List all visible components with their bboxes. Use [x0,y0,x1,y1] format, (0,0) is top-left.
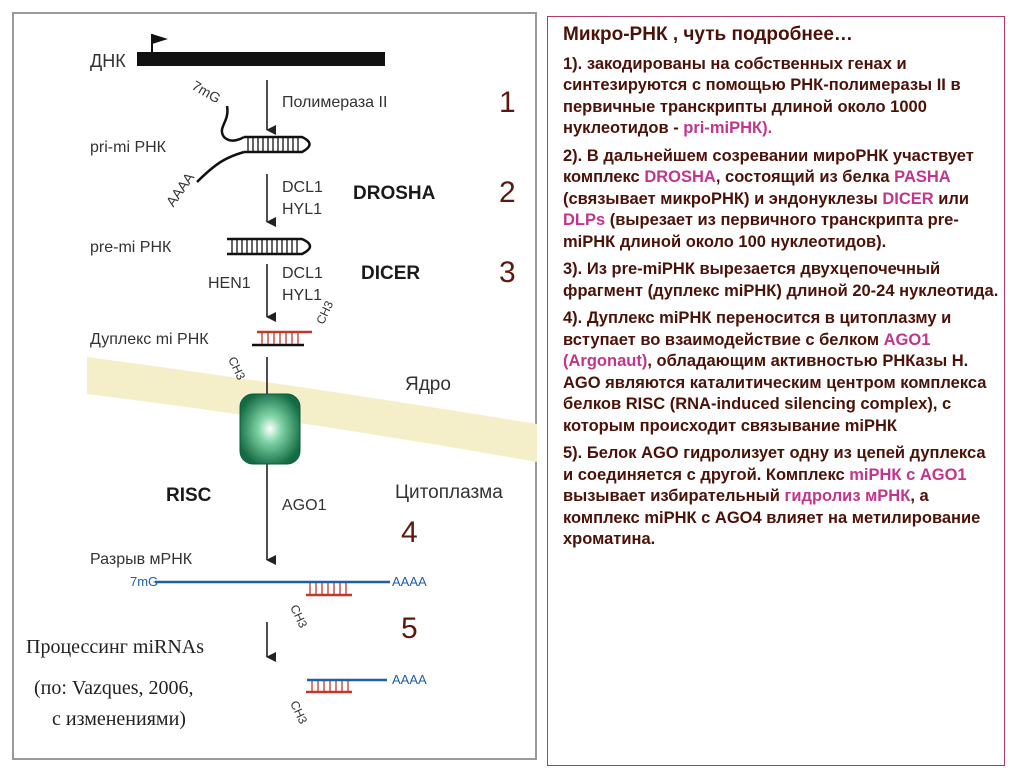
step-number-4: 4 [401,516,418,549]
paragraph-2-text-b: , состоящий из белка [715,168,895,186]
promoter-flag-icon [152,34,168,44]
nuclear-membrane [87,357,537,462]
caption-line1: Процессинг miRNAs [26,636,205,658]
pri-mirna-lower-tail [196,150,245,183]
paragraph-2-text-d: или [933,189,970,208]
pri-mirna-label: pri-mi РНК [90,139,167,156]
step-number-1: 1 [499,86,516,119]
polyA-label: AAAA [163,169,198,209]
mrna-polyA-label: AAAA [392,574,427,589]
paragraph-4: 4). Дуплекс miРНК переносится в цитоплаз… [563,308,999,437]
paragraph-2-text-e: (вырезает из первичного транскрипта pre-… [563,211,959,251]
step-number-3: 3 [499,256,516,289]
paragraph-5-text-c: , а комплекс miРНК с AGO4 влияет на мети… [563,487,981,548]
paragraph-2-pasha: PASHA [894,168,951,186]
nucleus-label: Ядро [405,374,451,395]
paragraph-5-text-b: вызывает избирательный [563,487,785,505]
pri-mirna-base-pairs [247,138,299,151]
paragraph-4-ago1: AGO1 (Argonaut) [563,330,931,371]
pri-mirna-hairpin [244,135,311,154]
pre-mirna-base-pairs [231,240,298,253]
paragraph-2-text-a: 2). В дальнейшем созревании мироРНК учас… [563,146,974,187]
cap-label: 7mG [189,77,223,106]
duplex-base-pairs [261,333,299,344]
cleavage-label: Разрыв мРНК [90,551,193,568]
paragraph-5-mirna: miРНК с AGO1 [849,465,967,484]
dna-label: ДНК [90,51,126,71]
text-panel [547,16,1005,766]
paragraph-1: 1). закодированы на собственных генах и … [563,54,999,140]
nuclear-pore [239,393,301,465]
dna-bar [137,52,385,66]
paragraph-5: 5). Белок AGO гидролизует одну из цепей … [563,443,999,551]
paragraph-2-dicer: DICER [882,189,934,208]
hyl1-b-label: HYL1 [282,287,322,304]
paragraph-4-text-b: , обладающим активностью РНКазы Н. AGO я… [563,352,987,435]
drosha-label: DROSHA [353,183,436,204]
ago1-label: AGO1 [282,497,327,514]
paragraph-2-drosha: DROSHA [644,168,716,186]
cleaved-polyA-label: AAAA [392,672,427,687]
paragraph-3: 3). Из pre-miРНК вырезается двухцепочечн… [563,260,999,300]
pre-mirna-hairpin [227,237,312,256]
step-number-5: 5 [401,612,418,645]
hyl1-label: HYL1 [282,201,322,218]
caption-line3: с изменениями) [52,708,186,730]
paragraph-2-dlps: DLPs [563,211,606,229]
dicer-label: DICER [361,263,421,284]
risc-label: RISC [166,485,212,506]
mirna-processing-diagram: ДНК Полимераза II 7mG pri-mi РНК AAAA DC… [87,34,537,726]
explanation-text: Микро-РНК , чуть подробнее… 1). закодиро… [563,24,999,557]
paragraph-4-text-a: 4). Дуплекс miРНК переносится в цитоплаз… [563,309,952,349]
pre-mirna-label: pre-mi РНК [90,239,172,256]
polymerase-label: Полимераза II [282,94,387,111]
ch3-label-cleaved: CH3 [287,698,310,726]
step-number-2: 2 [499,176,516,209]
paragraph-1-highlight: pri-miРНК). [683,119,773,137]
paragraph-5-text-a: 5). Белок AGO гидролизует одну из цепей … [563,444,986,484]
duplex-label: Дуплекс mi РНК [90,331,209,348]
paragraph-2: 2). В дальнейшем созревании мироРНК учас… [563,146,999,254]
pri-mirna-tail [220,105,245,142]
hen1-label: HEN1 [208,275,251,292]
paragraph-1-text: 1). закодированы на собственных генах и … [563,54,961,138]
ch3-label-mrna: CH3 [287,602,310,630]
guide-base-pairs [309,583,347,594]
caption-line2: (по: Vazques, 2006, [34,677,194,699]
cytoplasm-label: Цитоплазма [395,482,503,503]
paragraph-5-hydrolysis: гидролиз мРНК [784,487,911,505]
paragraph-2-text-c: (связывает микроРНК) и эндонуклезы [563,189,883,208]
dcl1-label: DCL1 [282,179,323,196]
dcl1-b-label: DCL1 [282,265,323,282]
text-title: Микро-РНК , чуть подробнее… [563,24,853,45]
cleaved-base-pairs [311,681,349,691]
mrna-cap-label: 7mG [130,574,158,589]
